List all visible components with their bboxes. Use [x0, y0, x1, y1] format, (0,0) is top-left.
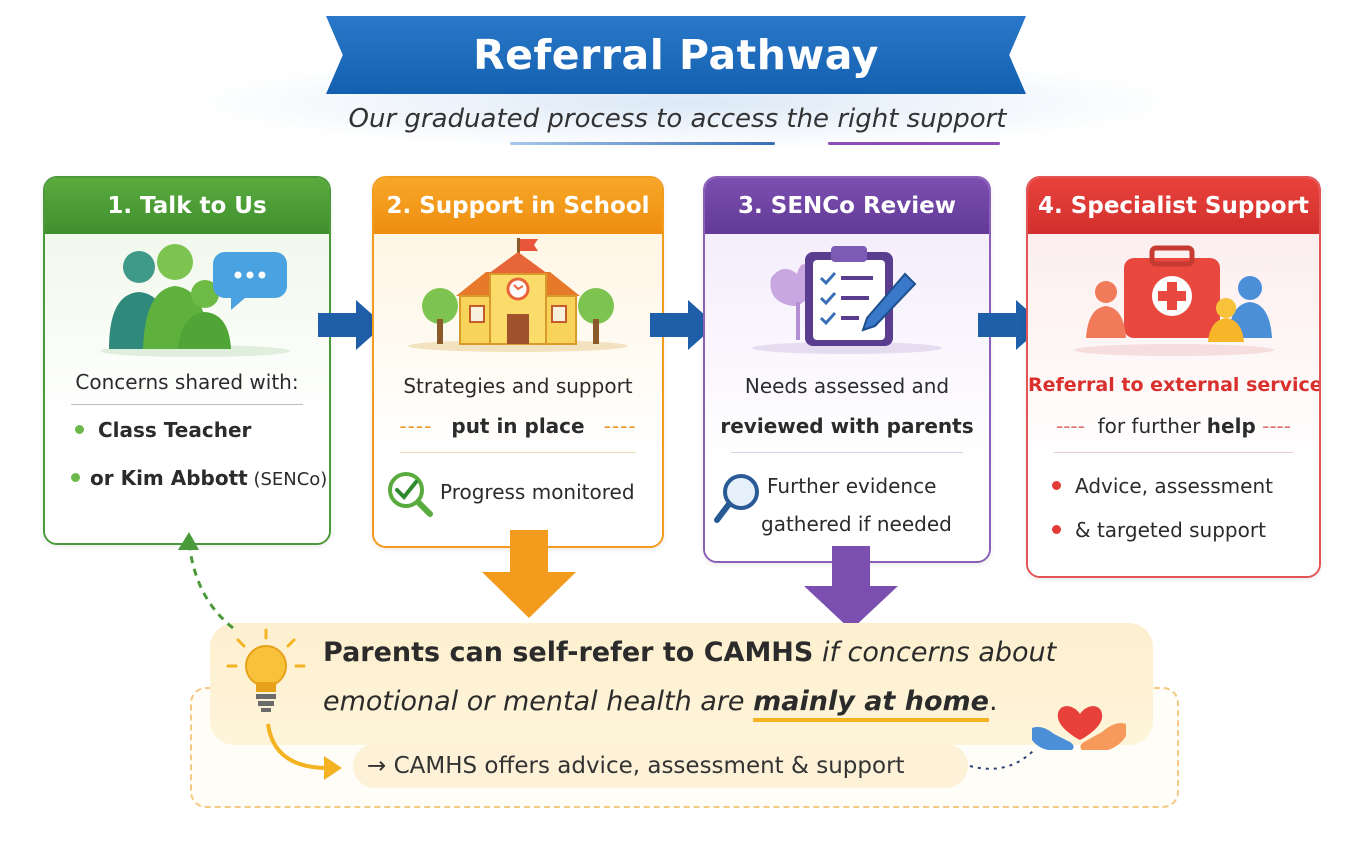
step-2-line-2: put in place [451, 414, 585, 438]
step-2-note: Progress monitored [440, 480, 635, 504]
callout-italic-1: if concerns about [813, 637, 1057, 668]
bullet-dot [75, 425, 84, 434]
step-4-body: Referral to external services ---- for f… [1028, 234, 1319, 576]
bullet-dot [1052, 525, 1061, 534]
title-ribbon: Referral Pathway [326, 16, 1026, 94]
step-2-line-1: Strategies and support [403, 374, 633, 398]
step-2-title: 2. Support in School [374, 178, 662, 234]
heart-hands-icon [1032, 706, 1126, 750]
step-3-panel: 3. SENCo Review Needs assessed and revie… [703, 176, 991, 563]
dash-decoration: ---- [399, 414, 433, 438]
arrow-right-icon [650, 300, 716, 350]
callout-line-1: Parents can self-refer to CAMHS if conce… [323, 637, 1056, 668]
step-4-panel: 4. Specialist Support Referral to extern… [1026, 176, 1321, 578]
step-4-divider [1054, 452, 1293, 453]
dash-decoration: ---- [603, 414, 637, 438]
step-2-line-2-row: ---- put in place ---- [374, 414, 662, 438]
step-1-title: 1. Talk to Us [45, 178, 329, 234]
arrow-down-orange-icon [482, 530, 576, 618]
step-3-body: Needs assessed and reviewed with parents… [705, 234, 989, 561]
subtitle-underline-blue [510, 142, 775, 145]
step-4-bullet-1: Advice, assessment [1052, 474, 1273, 498]
subtitle-underline-purple [828, 142, 1000, 145]
curved-arrow-icon [266, 723, 342, 780]
arrow-down-purple-icon [804, 546, 898, 630]
bullet-dot [1052, 481, 1061, 490]
callout-highlight: mainly at home [753, 686, 989, 722]
callout-line-2: emotional or mental health are mainly at… [323, 686, 998, 722]
step-1-body: Concerns shared with: Class Teacher or K… [45, 234, 329, 543]
dashed-return-arrow [178, 532, 234, 630]
progress-check-icon [388, 472, 433, 517]
self-refer-callout [210, 623, 1153, 745]
step-4-title: 4. Specialist Support [1028, 178, 1319, 234]
step-3-note-2: gathered if needed [761, 512, 952, 536]
callout-italic-2: emotional or mental health are [323, 686, 754, 717]
step-1-intro: Concerns shared with: [75, 370, 299, 394]
step-3-divider [731, 452, 963, 453]
lightbulb-icon [226, 628, 306, 712]
step-1-panel: 1. Talk to Us Concerns shared with: Clas… [43, 176, 331, 545]
dash-decoration: ---- [1262, 414, 1291, 438]
camhs-offer-pill: → CAMHS offers advice, assessment & supp… [353, 744, 968, 788]
step-1-bullet-2: or Kim Abbott (SENCo) [71, 466, 327, 490]
callout-bold: Parents can self-refer to CAMHS [323, 637, 814, 668]
step-3-note-1: Further evidence [767, 474, 937, 498]
page-title: Referral Pathway [473, 31, 879, 79]
page-subtitle: Our graduated process to access the righ… [348, 104, 1007, 134]
clipboard-checklist-icon [752, 246, 942, 354]
step-4-line-2-row: ---- for further help ---- [1055, 414, 1291, 438]
arrow-right-icon [318, 300, 384, 350]
step-1-divider [71, 404, 303, 405]
dash-decoration: ---- [1055, 414, 1085, 438]
medical-kit-people-icon [1074, 245, 1274, 356]
step-2-body: Strategies and support ---- put in place… [374, 234, 662, 546]
step-1-bullet-1: Class Teacher [75, 418, 251, 442]
people-chat-icon [100, 244, 290, 357]
step-4-bullet-2: & targeted support [1052, 518, 1266, 542]
step-3-line-2: reviewed with parents [720, 414, 974, 438]
step-2-panel: 2. Support in School Strategies and supp… [372, 176, 664, 548]
bullet-dot [71, 473, 80, 482]
step-4-line-1: Referral to external services [1028, 374, 1321, 396]
step-3-title: 3. SENCo Review [705, 178, 989, 234]
step-2-divider [400, 452, 636, 453]
magnifier-icon [714, 474, 759, 523]
step-3-line-1: Needs assessed and [744, 374, 950, 398]
school-icon [408, 238, 628, 352]
